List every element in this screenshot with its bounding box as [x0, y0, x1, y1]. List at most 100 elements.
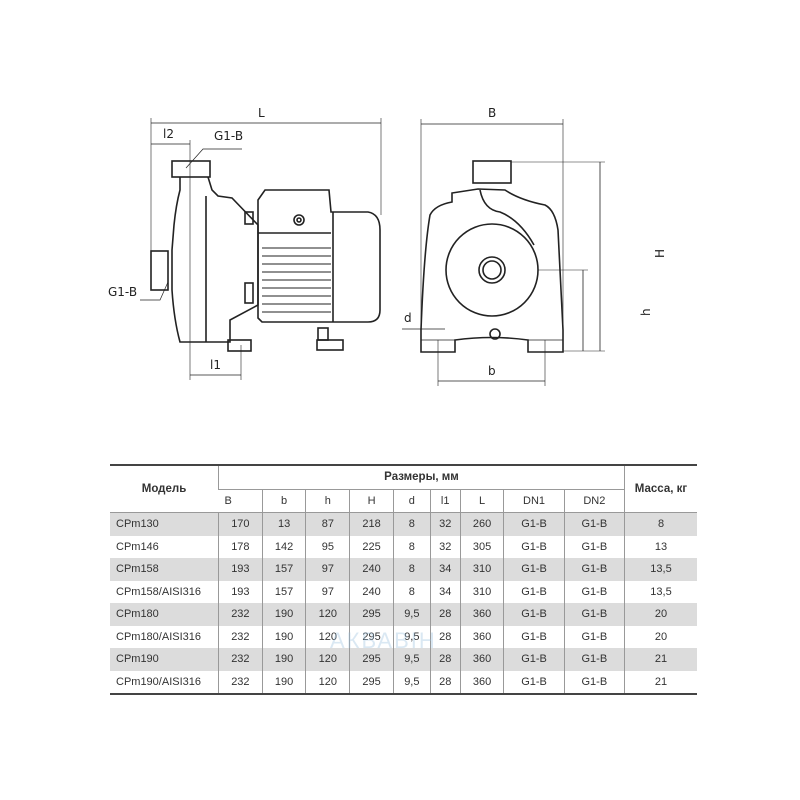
value-cell: 34: [429, 558, 461, 581]
value-cell: 360: [459, 670, 504, 694]
value-cell: 157: [261, 558, 306, 581]
value-cell: G1-B: [503, 670, 565, 694]
dim-l2-label: l2: [163, 127, 174, 141]
value-cell: 13,5: [624, 558, 697, 581]
mass-header: Масса, кг: [624, 465, 697, 513]
value-cell: 190: [261, 670, 306, 694]
value-cell: 310: [459, 558, 504, 581]
value-cell: 97: [305, 558, 350, 581]
value-cell: 295: [349, 603, 394, 626]
column-header: l1: [429, 489, 461, 513]
value-cell: 120: [305, 603, 350, 626]
value-cell: 20: [624, 603, 697, 626]
model-cell: CPm180/AISI316: [116, 630, 201, 643]
value-cell: 190: [261, 603, 306, 626]
value-cell: 120: [305, 670, 350, 694]
value-cell: 305: [459, 535, 504, 558]
value-cell: 190: [261, 648, 306, 671]
value-cell: 28: [429, 670, 461, 694]
value-cell: 232: [218, 603, 263, 626]
value-cell: 13,5: [624, 580, 697, 603]
dim-h-label: h: [639, 308, 653, 316]
value-cell: 21: [624, 648, 697, 671]
value-cell: 240: [349, 580, 394, 603]
value-cell: 13: [261, 512, 306, 536]
value-cell: G1-B: [503, 625, 565, 648]
value-cell: 295: [349, 648, 394, 671]
dim-l1-label: l1: [210, 358, 221, 372]
value-cell: 225: [349, 535, 394, 558]
value-cell: 240: [349, 558, 394, 581]
dim-H-label: H: [653, 249, 667, 258]
value-cell: 8: [624, 512, 697, 536]
value-cell: 34: [429, 580, 461, 603]
dim-B-label: B: [488, 106, 496, 120]
value-cell: 32: [429, 512, 461, 536]
value-cell: 232: [218, 648, 263, 671]
model-cell: CPm180: [116, 608, 159, 621]
column-header: d: [392, 489, 431, 513]
value-cell: 8: [392, 512, 431, 536]
value-cell: 295: [349, 625, 394, 648]
value-cell: 193: [218, 580, 263, 603]
value-cell: G1-B: [563, 625, 625, 648]
value-cell: 9,5: [392, 603, 431, 626]
column-header: b: [261, 489, 306, 513]
value-cell: 360: [459, 648, 504, 671]
value-cell: 9,5: [392, 648, 431, 671]
value-cell: 232: [218, 670, 263, 694]
value-cell: 178: [218, 535, 263, 558]
value-cell: G1-B: [503, 558, 565, 581]
value-cell: G1-B: [503, 512, 565, 536]
value-cell: G1-B: [563, 580, 625, 603]
model-cell: CPm158: [116, 563, 159, 576]
value-cell: 32: [429, 535, 461, 558]
value-cell: 360: [459, 625, 504, 648]
value-cell: 9,5: [392, 625, 431, 648]
value-cell: 157: [261, 580, 306, 603]
dim-b-label: b: [488, 364, 496, 378]
side-view: L l2 G1-B G1-B l1: [108, 106, 382, 380]
column-header: DN1: [503, 489, 565, 513]
pump-dimension-drawing: L l2 G1-B G1-B l1: [108, 106, 667, 386]
outlet-thread-label: G1-B: [214, 129, 243, 143]
value-cell: G1-B: [563, 670, 625, 694]
value-cell: 20: [624, 625, 697, 648]
value-cell: 28: [429, 603, 461, 626]
value-cell: 97: [305, 580, 350, 603]
value-cell: G1-B: [563, 648, 625, 671]
value-cell: G1-B: [503, 648, 565, 671]
value-cell: 190: [261, 625, 306, 648]
model-cell: CPm146: [116, 540, 159, 553]
value-cell: 28: [429, 625, 461, 648]
value-cell: G1-B: [503, 535, 565, 558]
value-cell: 120: [305, 648, 350, 671]
column-header: h: [305, 489, 350, 513]
model-cell: CPm130: [116, 518, 159, 531]
value-cell: 13: [624, 535, 697, 558]
value-cell: 218: [349, 512, 394, 536]
value-cell: G1-B: [563, 558, 625, 581]
model-header: Модель: [141, 483, 187, 495]
value-cell: 21: [624, 670, 697, 694]
value-cell: G1-B: [503, 603, 565, 626]
value-cell: 8: [392, 558, 431, 581]
value-cell: 9,5: [392, 670, 431, 694]
value-cell: 87: [305, 512, 350, 536]
watermark: АКВАВІН: [330, 628, 437, 653]
column-header: DN2: [563, 489, 625, 513]
value-cell: 28: [429, 648, 461, 671]
value-cell: 8: [392, 535, 431, 558]
value-cell: 95: [305, 535, 350, 558]
column-header: H: [349, 489, 394, 513]
value-cell: 142: [261, 535, 306, 558]
value-cell: 310: [459, 580, 504, 603]
value-cell: 360: [459, 603, 504, 626]
column-header: B: [224, 494, 232, 507]
